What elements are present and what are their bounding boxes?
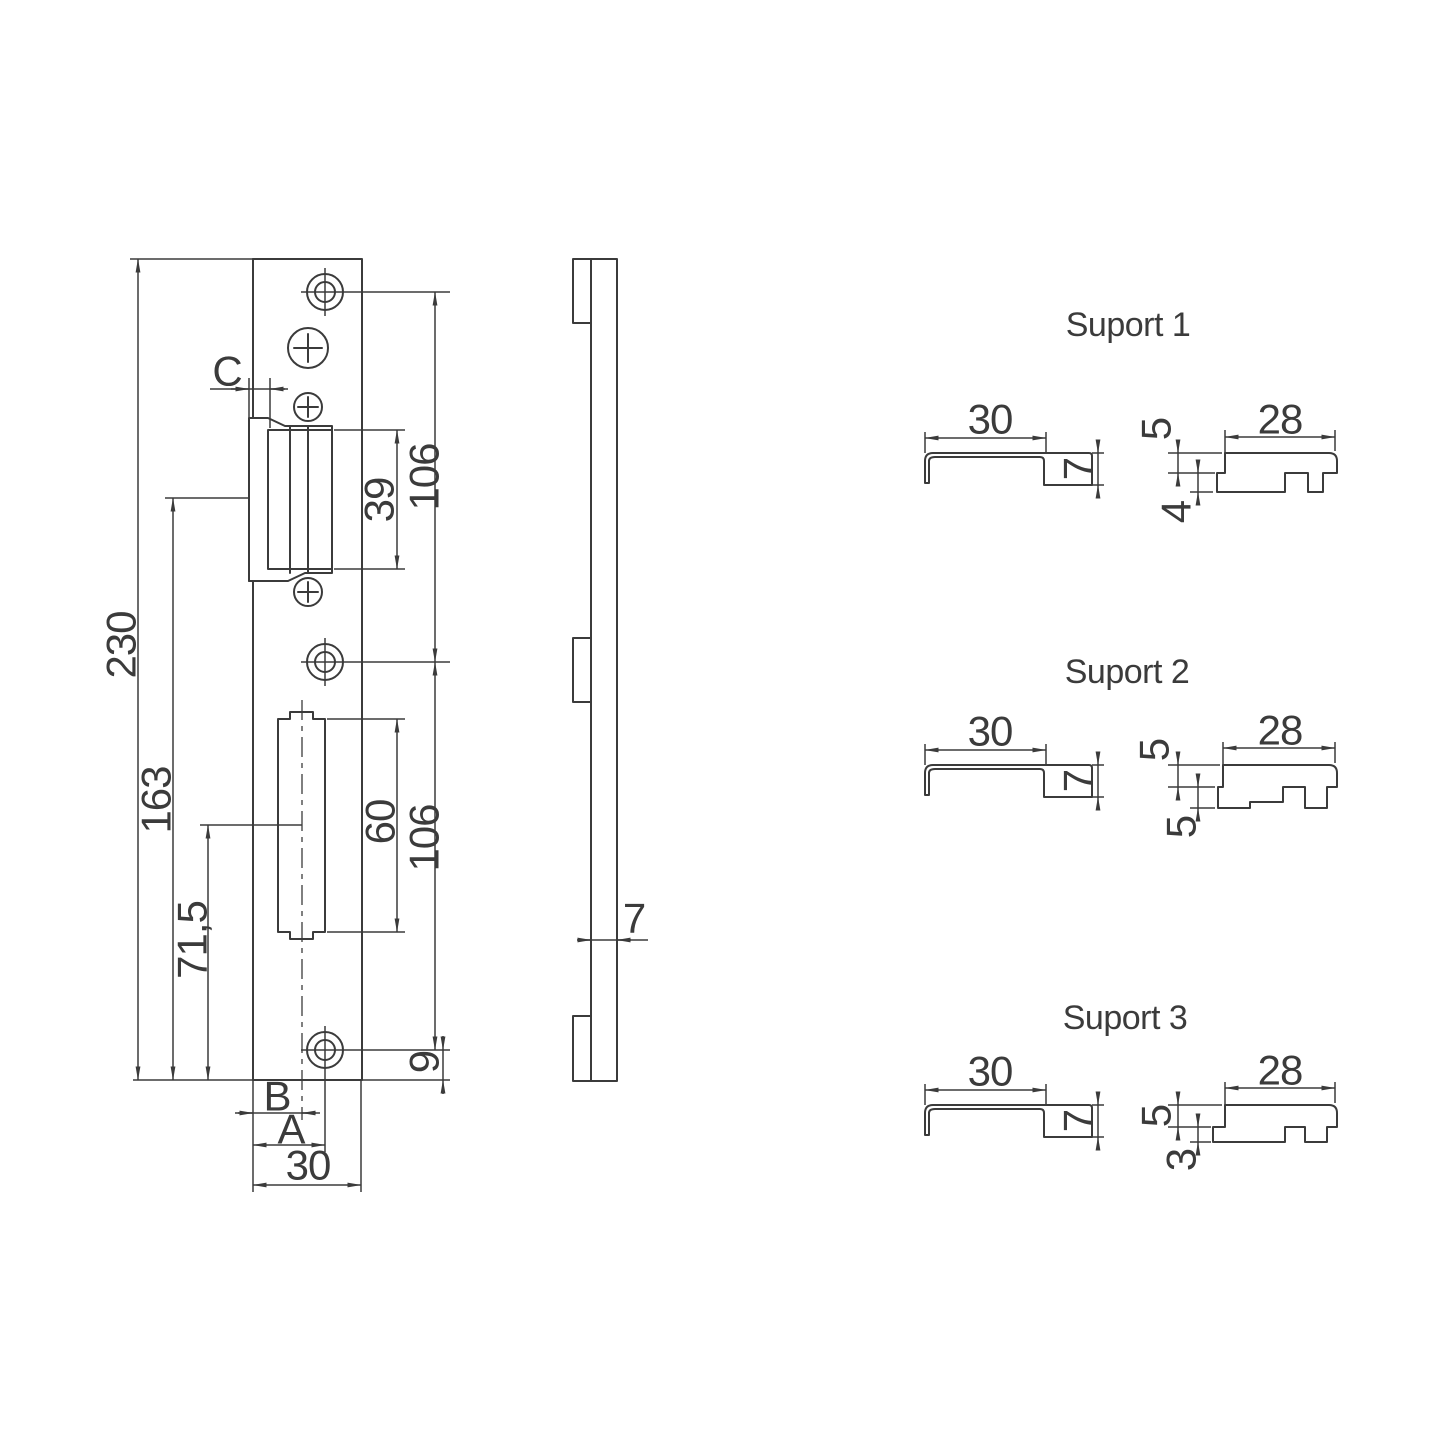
suport-1-dim-28-label: 28 <box>1258 396 1303 443</box>
suport-3-channel-profile <box>924 1104 1093 1138</box>
pocket-inner-lines <box>289 425 309 574</box>
dim-106-upper-label: 106 <box>401 443 448 510</box>
suport-2-channel-profile <box>924 764 1093 798</box>
side-plate-outline <box>590 258 618 1082</box>
screw-outer <box>293 577 323 607</box>
side-view: 7 <box>572 258 648 1082</box>
screw-small-lower-icon <box>293 577 323 607</box>
suport-3-extensions-left <box>924 1084 1104 1138</box>
suport-1-extensions-left <box>924 432 1104 486</box>
pocket-outer-outline <box>248 417 333 582</box>
suport-3-dim-7-label: 7 <box>1055 1110 1102 1132</box>
pocket-inner-lip <box>267 429 333 570</box>
suport-2-group: Suport 2 30 7 28 5 5 <box>924 653 1338 838</box>
screw-cross <box>301 268 450 316</box>
dim-30-label: 30 <box>286 1142 331 1189</box>
suport-1-dim-4-label: 4 <box>1153 500 1200 523</box>
dim-7-side-label: 7 <box>623 895 645 942</box>
suport-2-dim-30-label: 30 <box>968 708 1013 755</box>
suport-3-title: Suport 3 <box>1063 999 1188 1037</box>
upper-latch-pocket <box>248 417 333 582</box>
suport-1-extensions-right <box>1168 430 1336 493</box>
suport-3-group: Suport 3 30 7 28 5 3 <box>924 999 1338 1171</box>
dim-c-label: C <box>212 348 241 395</box>
suport-2-extensions-left <box>924 744 1104 798</box>
dim-230-label: 230 <box>98 611 145 678</box>
screw-outer <box>287 327 329 369</box>
dim-163-label: 163 <box>133 766 180 833</box>
screw-cross <box>301 1026 450 1152</box>
suport-1-channel-profile <box>924 452 1093 486</box>
dim-60-label: 60 <box>357 800 404 845</box>
suport-2-dim-28-label: 28 <box>1258 707 1303 754</box>
lower-keeper-pocket <box>277 711 326 940</box>
screw-cross <box>301 638 450 686</box>
suport-1-title: Suport 1 <box>1066 306 1191 344</box>
screw-bottom-icon <box>301 1026 450 1152</box>
suport-2-dim-5b-label: 5 <box>1158 816 1205 838</box>
screw-outer <box>293 392 323 422</box>
suport-2-right-profile <box>1217 764 1338 809</box>
dim-39-label: 39 <box>356 478 403 523</box>
suport-2-dim-5-label: 5 <box>1131 739 1178 761</box>
side-tab-top <box>572 258 592 324</box>
screw-cross <box>297 581 319 603</box>
suport-3-dim-3-label: 3 <box>1158 1149 1205 1171</box>
suport-3-dim-28-label: 28 <box>1258 1047 1303 1094</box>
suport-3-dim-30-label: 30 <box>968 1048 1013 1095</box>
suport-3-dim-5-label: 5 <box>1133 1105 1180 1127</box>
dim-9-label: 9 <box>401 1051 448 1073</box>
side-tab-bottom <box>572 1015 592 1082</box>
screw-cross <box>297 396 319 418</box>
suport-1-right-profile <box>1216 452 1338 493</box>
plate-outline <box>252 258 363 1081</box>
dim-71-5-label: 71,5 <box>169 901 216 979</box>
screw-cylinder-icon <box>287 327 329 369</box>
screw-top-icon <box>301 268 450 316</box>
suport-2-dim-7-label: 7 <box>1055 770 1102 792</box>
suport-2-title: Suport 2 <box>1065 653 1190 691</box>
suport-3-right-profile <box>1212 1104 1338 1143</box>
suport-1-dim-5-label: 5 <box>1133 418 1180 440</box>
screw-cross <box>293 333 323 363</box>
extension-lines <box>130 258 450 1192</box>
suport-1-dim-7-label: 7 <box>1055 458 1102 480</box>
suport-1-dim-30-label: 30 <box>968 396 1013 443</box>
dim-106-lower-label: 106 <box>401 804 448 871</box>
dim-a-label: A <box>277 1106 305 1153</box>
dim-b-label: B <box>263 1073 290 1120</box>
front-view: 230 163 71,5 C 39 106 60 106 B A 30 9 <box>98 258 450 1192</box>
screw-small-upper-icon <box>293 392 323 422</box>
side-tab-middle <box>572 637 592 703</box>
suport-2-extensions-right <box>1168 742 1336 809</box>
screw-middle-icon <box>301 638 450 686</box>
suport-3-extensions-right <box>1168 1082 1336 1143</box>
suport-1-group: Suport 1 30 7 28 5 4 <box>924 306 1338 523</box>
